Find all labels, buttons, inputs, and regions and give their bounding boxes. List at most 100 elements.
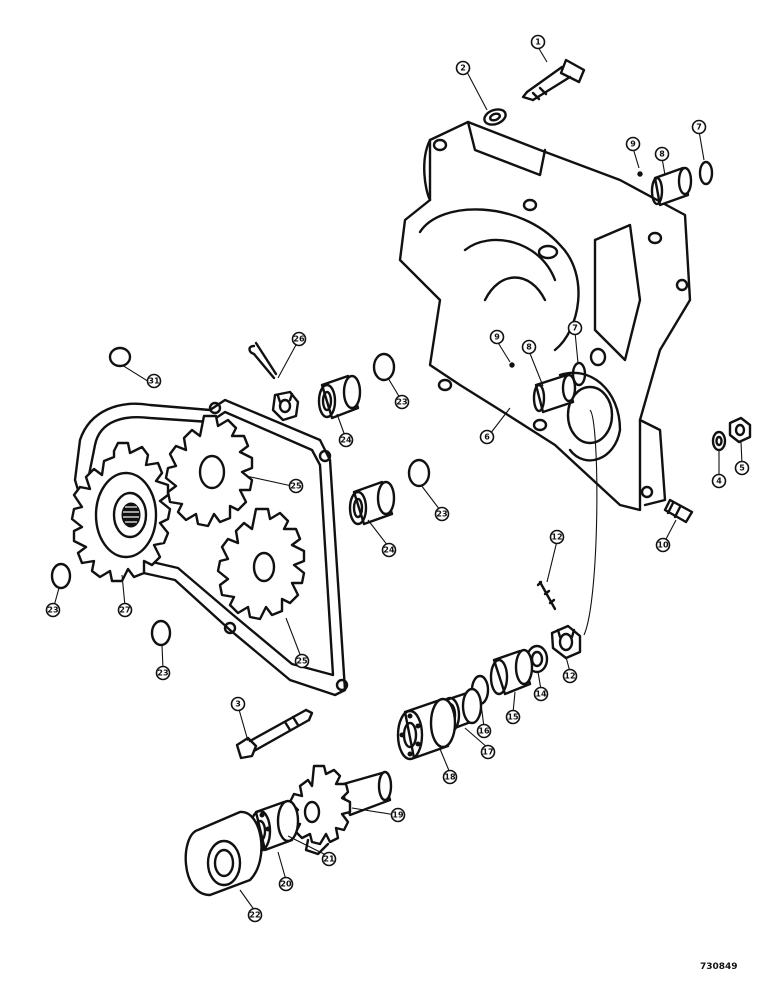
svg-text:21: 21 <box>323 855 335 864</box>
svg-text:9: 9 <box>494 333 500 342</box>
svg-text:3: 3 <box>235 700 241 709</box>
part-pin-8-upper <box>650 166 693 207</box>
callout-3: 3 <box>230 696 246 712</box>
part-bearing-24-upper <box>317 374 362 420</box>
callout-7-lower: 7 <box>567 320 583 336</box>
part-bearing-24-lower <box>348 480 396 526</box>
part-plug-10 <box>663 498 694 524</box>
svg-text:17: 17 <box>482 748 493 757</box>
part-castle-nut-upper <box>271 390 300 422</box>
part-washer-23-c <box>50 562 72 590</box>
callout-9-lower: 9 <box>489 329 505 345</box>
svg-text:14: 14 <box>535 690 547 699</box>
svg-text:8: 8 <box>659 150 665 159</box>
callout-15: 15 <box>505 709 521 725</box>
part-ball-bearing-18 <box>396 697 457 761</box>
part-washer-23-a <box>372 352 396 382</box>
svg-text:6: 6 <box>484 433 490 442</box>
svg-text:4: 4 <box>716 477 722 486</box>
part-oring-7-upper <box>698 160 714 186</box>
part-bolt-1 <box>521 58 586 102</box>
svg-text:23: 23 <box>436 510 447 519</box>
callout-21: 21 <box>321 851 337 867</box>
callout-23-a: 23 <box>394 394 410 410</box>
part-castle-nut-12 <box>550 409 598 660</box>
part-sleeve-15 <box>489 648 534 696</box>
part-housing-6 <box>398 120 692 512</box>
svg-text:7: 7 <box>696 123 702 132</box>
leader-lines <box>53 46 743 912</box>
callout-16: 16 <box>476 723 492 739</box>
callout-5: 5 <box>734 460 750 476</box>
svg-text:23: 23 <box>157 669 168 678</box>
part-nut-5 <box>728 416 752 444</box>
part-oring-7-lower <box>571 361 587 387</box>
svg-text:26: 26 <box>293 335 305 344</box>
callout-31: 31 <box>146 373 162 389</box>
callout-24-upper: 24 <box>338 432 354 448</box>
callout-9-upper: 9 <box>625 136 641 152</box>
callout-22: 22 <box>247 907 263 923</box>
svg-text:1: 1 <box>535 38 541 47</box>
svg-text:2: 2 <box>460 64 466 73</box>
svg-text:24: 24 <box>340 436 352 445</box>
part-spring-pin-12 <box>536 580 557 611</box>
svg-text:20: 20 <box>280 880 292 889</box>
callout-18: 18 <box>442 769 458 785</box>
svg-text:12: 12 <box>564 672 575 681</box>
svg-text:5: 5 <box>739 464 745 473</box>
svg-text:24: 24 <box>383 546 395 555</box>
part-washer-2 <box>483 108 507 126</box>
part-ball-9-upper <box>637 171 643 177</box>
callout-12-upper: 12 <box>549 529 565 545</box>
svg-text:23: 23 <box>47 606 58 615</box>
callout-25-lower: 25 <box>294 653 310 669</box>
callout-10: 10 <box>655 537 671 553</box>
part-large-gear-27 <box>70 441 172 583</box>
callout-2: 2 <box>455 60 471 76</box>
callout-27: 27 <box>117 602 133 618</box>
part-bolt-3 <box>235 708 314 760</box>
part-washer-23-b <box>407 458 431 488</box>
svg-text:22: 22 <box>249 911 260 920</box>
svg-text:27: 27 <box>119 606 130 615</box>
callout-24-lower: 24 <box>381 542 397 558</box>
svg-text:7: 7 <box>572 324 578 333</box>
svg-text:25: 25 <box>290 482 302 491</box>
callout-17: 17 <box>480 744 496 760</box>
part-cotter-pin-26 <box>248 341 278 380</box>
callout-1: 1 <box>530 34 546 50</box>
callout-4: 4 <box>711 473 727 489</box>
callout-25-upper: 25 <box>288 478 304 494</box>
part-washer-23-d <box>150 619 172 647</box>
callout-7-upper: 7 <box>691 119 707 135</box>
svg-text:19: 19 <box>392 811 404 820</box>
part-gasket-31 <box>73 398 349 697</box>
figure-reference-number: 730849 <box>700 962 738 972</box>
svg-text:25: 25 <box>296 657 308 666</box>
callout-20: 20 <box>278 876 294 892</box>
part-idler-gear-25-lower <box>216 507 306 621</box>
callout-12-lower: 12 <box>562 668 578 684</box>
part-washer-top-left <box>108 346 132 368</box>
callout-23-b: 23 <box>434 506 450 522</box>
svg-text:31: 31 <box>148 377 160 386</box>
callout-23-c: 23 <box>45 602 61 618</box>
callout-8-lower: 8 <box>521 339 537 355</box>
svg-text:15: 15 <box>507 713 519 722</box>
svg-text:10: 10 <box>657 541 669 550</box>
part-pinion-shaft-19 <box>288 764 393 856</box>
svg-text:18: 18 <box>444 773 456 782</box>
part-washer-4 <box>711 430 727 452</box>
callout-26: 26 <box>291 331 307 347</box>
svg-text:12: 12 <box>551 533 562 542</box>
part-seal-22 <box>184 810 263 897</box>
callout-19: 19 <box>390 807 406 823</box>
callout-8-upper: 8 <box>654 146 670 162</box>
callout-23-d: 23 <box>155 665 171 681</box>
svg-text:8: 8 <box>526 343 532 352</box>
svg-text:9: 9 <box>630 140 636 149</box>
callout-14: 14 <box>533 686 549 702</box>
